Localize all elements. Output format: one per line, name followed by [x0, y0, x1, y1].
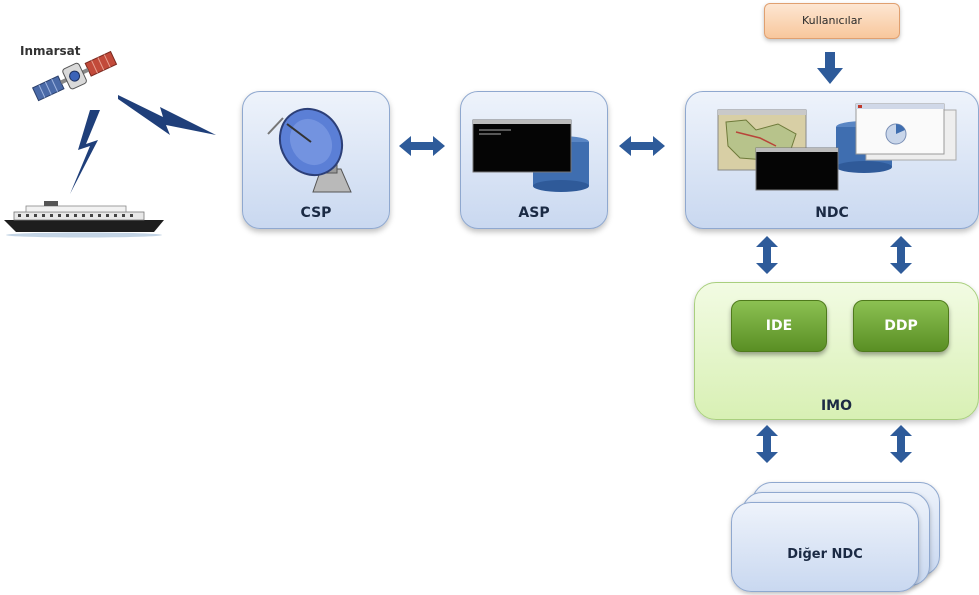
down-arrow-icon	[817, 52, 843, 84]
satellite-dish-icon	[267, 107, 352, 193]
ide-box: IDE	[731, 300, 827, 352]
inmarsat-label: Inmarsat	[20, 44, 81, 58]
imo-box: IDE DDP IMO	[694, 282, 979, 420]
kullanicilar-box: Kullanıcılar	[764, 3, 900, 39]
double-arrow-icon	[619, 136, 665, 156]
csp-label: CSP	[300, 205, 332, 221]
double-arrow-icon	[399, 136, 445, 156]
asp-box: ASP	[460, 91, 608, 229]
satellite-icon	[30, 45, 120, 110]
csp-box: CSP	[242, 91, 390, 229]
server-icon	[472, 119, 589, 192]
vertical-double-arrow-icon	[756, 425, 778, 463]
ship-icon	[4, 198, 169, 238]
asp-label: ASP	[518, 205, 550, 221]
vertical-double-arrow-icon	[756, 236, 778, 274]
ddp-box: DDP	[853, 300, 949, 352]
imo-label: IMO	[820, 398, 853, 414]
lightning-icon	[70, 110, 100, 194]
lightning-icon	[118, 95, 216, 135]
ndc-box: NDC	[685, 91, 979, 229]
diger-ndc-label: Diğer NDC	[787, 547, 863, 562]
ndc-screens-icon	[717, 103, 957, 191]
vertical-double-arrow-icon	[890, 425, 912, 463]
vertical-double-arrow-icon	[890, 236, 912, 274]
diger-ndc-box: Diğer NDC	[731, 502, 919, 592]
ndc-label: NDC	[815, 205, 849, 221]
